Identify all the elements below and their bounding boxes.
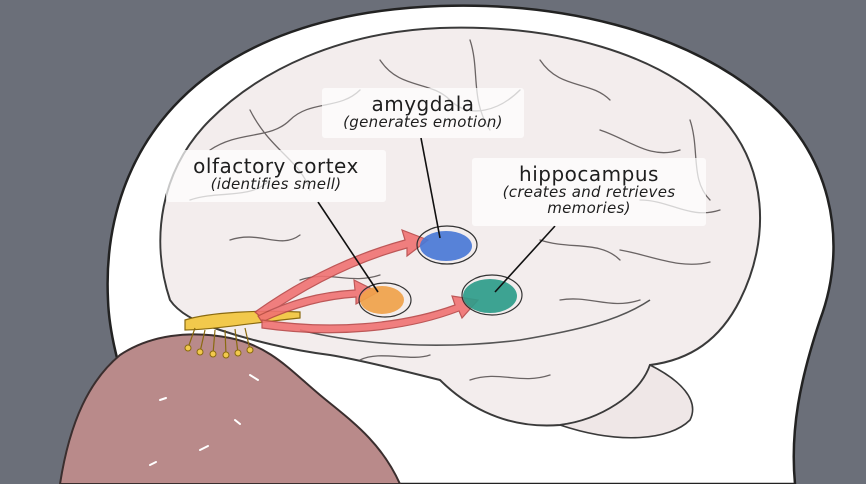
cerebellum-contour xyxy=(559,363,694,439)
hippocampus-region xyxy=(461,274,523,316)
olfactory-cortex-region xyxy=(358,282,412,318)
nasal-highlights xyxy=(149,374,259,466)
hippocampus-subtitle-line1: (creates and retrieves xyxy=(502,183,676,201)
amygdala-title: amygdala xyxy=(371,92,475,116)
label-olfactory-cortex: olfactory cortex (identifies smell) xyxy=(166,150,386,202)
label-amygdala: amygdala (generates emotion) xyxy=(322,88,524,138)
olfactory-cortex-title: olfactory cortex xyxy=(193,154,359,178)
amygdala-subtitle: (generates emotion) xyxy=(343,113,503,131)
temporal-lobe-contour xyxy=(299,299,651,346)
olfactory-cortex-subtitle: (identifies smell) xyxy=(210,175,342,193)
label-hippocampus: hippocampus (creates and retrieves memor… xyxy=(472,158,706,226)
hippocampus-subtitle-line2: memories) xyxy=(547,198,631,217)
amygdala-region xyxy=(416,225,478,265)
nasal-tissue xyxy=(58,333,402,484)
leader-lines xyxy=(317,137,556,293)
hippocampus-title: hippocampus xyxy=(519,162,659,186)
